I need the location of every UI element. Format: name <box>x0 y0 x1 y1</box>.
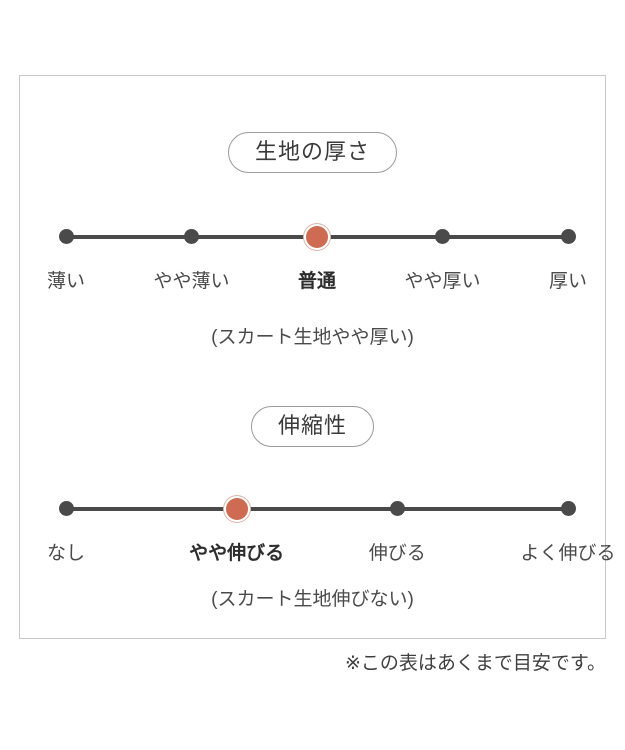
section-title-stretch: 伸縮性 <box>250 406 374 448</box>
scale-label-thickness-2-selected: 普通 <box>297 271 337 292</box>
scale-dot-stretch-2[interactable] <box>389 501 405 516</box>
scale-label-thickness-1: やや薄い <box>153 271 230 292</box>
section-subcaption-thickness: (スカート生地やや厚い) <box>211 327 414 348</box>
fabric-spec-panel: 生地の厚さ 薄い やや薄い 普通 やや厚い 厚い (スカート生地やや厚い) 伸縮… <box>19 75 616 639</box>
scale-label-stretch-3: よく伸びる <box>520 543 616 564</box>
scale-dot-thickness-1[interactable] <box>184 229 199 244</box>
scale-label-stretch-1-selected: やや伸びる <box>189 543 285 564</box>
scale-label-stretch-2: 伸びる <box>368 543 426 564</box>
section-subcaption-stretch: (スカート生地伸びない) <box>211 589 414 610</box>
scale-dot-thickness-2-active[interactable] <box>306 225 328 248</box>
section-title-wrap-stretch: 伸縮性 <box>20 406 605 448</box>
scale-dot-thickness-3[interactable] <box>435 229 450 244</box>
scale-dot-stretch-3[interactable] <box>560 501 576 516</box>
scale-stretch <box>58 497 576 520</box>
scale-dot-thickness-0[interactable] <box>58 229 74 244</box>
scale-dot-stretch-0[interactable] <box>58 501 74 516</box>
section-title-thickness: 生地の厚さ <box>227 132 397 174</box>
scale-thickness <box>58 225 576 248</box>
scale-label-thickness-3: やや厚い <box>404 271 481 292</box>
scale-labels-stretch: なし やや伸びる 伸びる よく伸びる <box>47 540 616 568</box>
scale-labels-thickness: 薄い やや薄い 普通 やや厚い 厚い <box>47 268 587 296</box>
scale-label-thickness-0: 薄い <box>46 271 86 292</box>
scale-dot-stretch-1-active[interactable] <box>225 497 248 520</box>
scale-track-stretch <box>66 507 568 511</box>
scale-label-stretch-0: なし <box>46 543 86 564</box>
footnote-disclaimer: ※この表はあくまで目安です。 <box>344 653 606 674</box>
scale-dot-thickness-4[interactable] <box>560 229 576 244</box>
section-title-wrap-thickness: 生地の厚さ <box>20 132 605 174</box>
scale-label-thickness-4: 厚い <box>548 271 588 292</box>
